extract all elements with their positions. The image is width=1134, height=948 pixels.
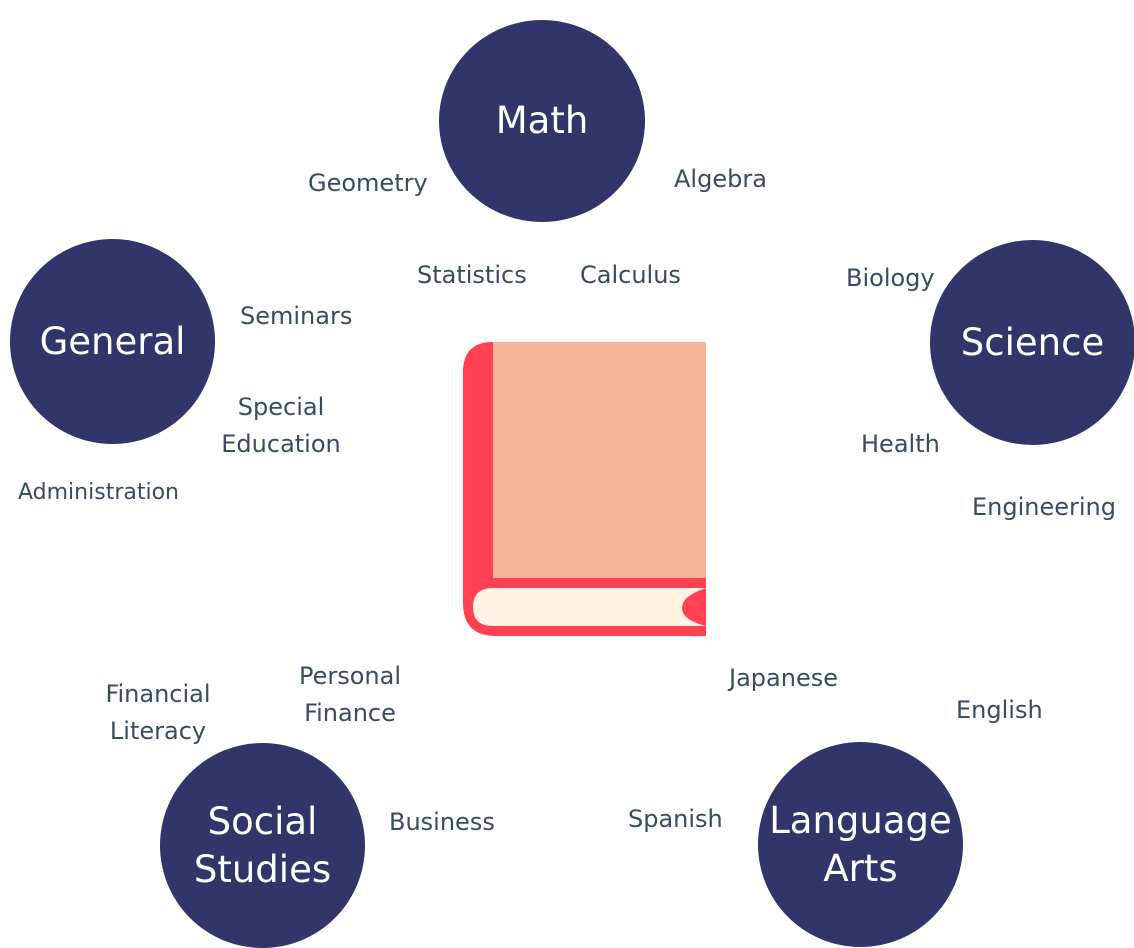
topic-calculus: Calculus: [580, 261, 681, 289]
topic-financial-literacy-line-2: Literacy: [109, 717, 207, 745]
topic-japanese: Japanese: [729, 664, 838, 692]
topic-business: Business: [389, 808, 495, 836]
topic-special-education-line-2: Education: [221, 430, 341, 458]
hub-science: Science: [930, 240, 1134, 445]
topic-spanish: Spanish: [628, 805, 723, 833]
hub-social-studies-label-line-2: Studies: [193, 847, 332, 891]
hub-general-label: General: [39, 319, 186, 363]
hub-social-studies-label-line-1: Social: [207, 800, 318, 844]
topic-special-education-line-1: Special: [237, 393, 325, 421]
topic-financial-literacy-line-1: Financial: [105, 680, 211, 708]
hub-general: General: [10, 239, 215, 444]
hub-language-arts-label-line-2: Arts: [823, 846, 898, 890]
topic-financial-literacy: Financial Literacy: [105, 676, 210, 750]
topic-english: English: [956, 696, 1043, 724]
topic-geometry: Geometry: [308, 169, 428, 197]
topic-seminars: Seminars: [240, 302, 353, 330]
book-icon: [463, 342, 706, 636]
hub-science-label: Science: [960, 320, 1105, 364]
topic-special-education: Special Education: [221, 389, 340, 463]
topic-health: Health: [861, 430, 940, 458]
hub-math: Math: [439, 20, 645, 222]
topic-statistics: Statistics: [417, 261, 527, 289]
topic-algebra: Algebra: [674, 165, 767, 193]
book-page: [493, 342, 706, 578]
hub-language-arts: Language Arts: [758, 742, 963, 947]
hub-language-arts-label-line-1: Language: [769, 799, 952, 843]
book-pages-edge: [473, 588, 706, 626]
hub-math-label: Math: [495, 99, 589, 143]
topic-biology: Biology: [846, 264, 935, 292]
topic-personal-finance-line-1: Personal: [298, 662, 402, 690]
topic-personal-finance-line-2: Finance: [304, 699, 396, 727]
topic-personal-finance: Personal Finance: [299, 658, 401, 732]
hub-social-studies: Social Studies: [160, 743, 365, 948]
topic-administration: Administration: [18, 480, 179, 505]
topic-engineering: Engineering: [972, 493, 1116, 521]
